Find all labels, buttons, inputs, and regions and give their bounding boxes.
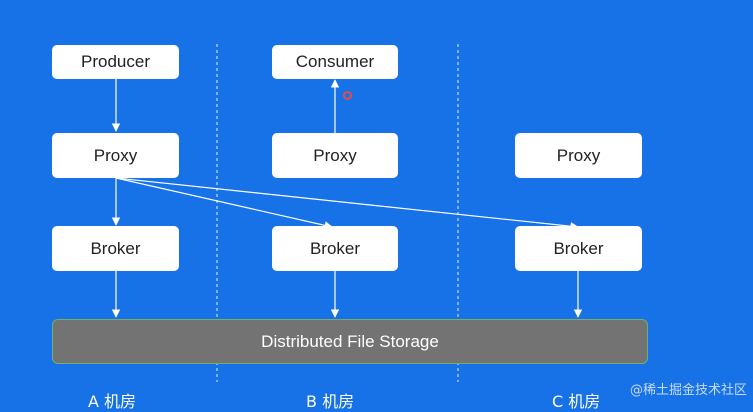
watermark: @稀土掘金技术社区 [629, 383, 747, 398]
proxy-a-label: Proxy [93, 145, 138, 165]
producer-label: Producer [81, 52, 150, 71]
proxy-node-c: Proxy [515, 133, 642, 178]
broker-node-a: Broker [52, 226, 179, 271]
proxy-b-label: Proxy [313, 145, 357, 165]
broker-node-b: Broker [272, 226, 398, 271]
distributed-file-storage: Distributed File Storage [52, 319, 648, 364]
pointer-cursor-icon [343, 91, 352, 100]
producer-node: Producer [52, 45, 179, 79]
room-label-b: B 机房 [306, 392, 355, 411]
edge-proxy-broker-c [115, 177, 579, 231]
room-label-a: A 机房 [88, 392, 137, 411]
room-label-c: C 机房 [552, 392, 601, 411]
proxy-c-label: Proxy [556, 145, 601, 165]
consumer-node: Consumer [272, 45, 398, 79]
consumer-label: Consumer [295, 52, 375, 71]
broker-node-c: Broker [515, 226, 642, 271]
broker-b-label: Broker [309, 238, 361, 258]
proxy-node-b: Proxy [272, 133, 398, 178]
broker-c-label: Broker [553, 238, 604, 258]
edge-proxy-broker-b [115, 177, 333, 230]
proxy-node-a: Proxy [52, 133, 179, 178]
broker-a-label: Broker [90, 238, 141, 258]
storage-label: Distributed File Storage [261, 331, 439, 351]
